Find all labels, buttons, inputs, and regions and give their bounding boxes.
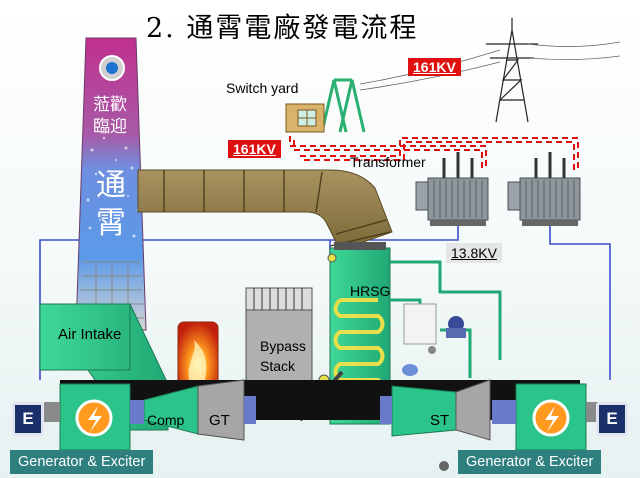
air-intake-label: Air Intake (58, 326, 122, 343)
comp-label: Comp (147, 412, 185, 428)
kv-161-left-label: 161KV (228, 140, 281, 158)
generator-left-label: Generator & Exciter (10, 450, 154, 474)
chimney-welcome-line1: 蒞歡 (93, 95, 127, 115)
power-lines (359, 41, 621, 91)
kv-13-8-label: 13.8KV (446, 243, 502, 263)
hrsg-label: HRSG (350, 283, 391, 299)
bypass-label-line2: Stack (260, 358, 296, 374)
chimney (75, 37, 147, 331)
gas-turbine (143, 379, 256, 441)
condenser-equipment (402, 303, 466, 471)
flue-duct (137, 169, 393, 251)
generator-left (44, 383, 144, 451)
steam-turbine (380, 379, 491, 441)
st-label: ST (430, 412, 450, 429)
chimney-name-char2: 霄 (96, 206, 126, 241)
switch-yard-building (285, 103, 325, 133)
transmission-tower (486, 18, 538, 123)
chimney-name-char1: 通 (96, 168, 126, 203)
exciter-left-badge: E (12, 402, 44, 436)
transformer-label: Transformer (350, 154, 426, 170)
chimney-welcome-line2: 臨迎 (93, 117, 127, 137)
gt-label: GT (209, 412, 230, 429)
switch-yard-pylon (320, 78, 366, 133)
switch-yard-label: Switch yard (226, 80, 299, 96)
transformer-1 (415, 152, 489, 226)
page-title: 2. 通霄電廠發電流程 (146, 13, 419, 44)
transformer-2 (507, 152, 581, 226)
exciter-right-badge: E (596, 402, 628, 436)
bypass-label-line1: Bypass (260, 338, 306, 354)
kv-161-top-label: 161KV (408, 58, 461, 76)
generator-right-label: Generator & Exciter (458, 450, 602, 474)
hv-dashed-lines (289, 136, 579, 170)
